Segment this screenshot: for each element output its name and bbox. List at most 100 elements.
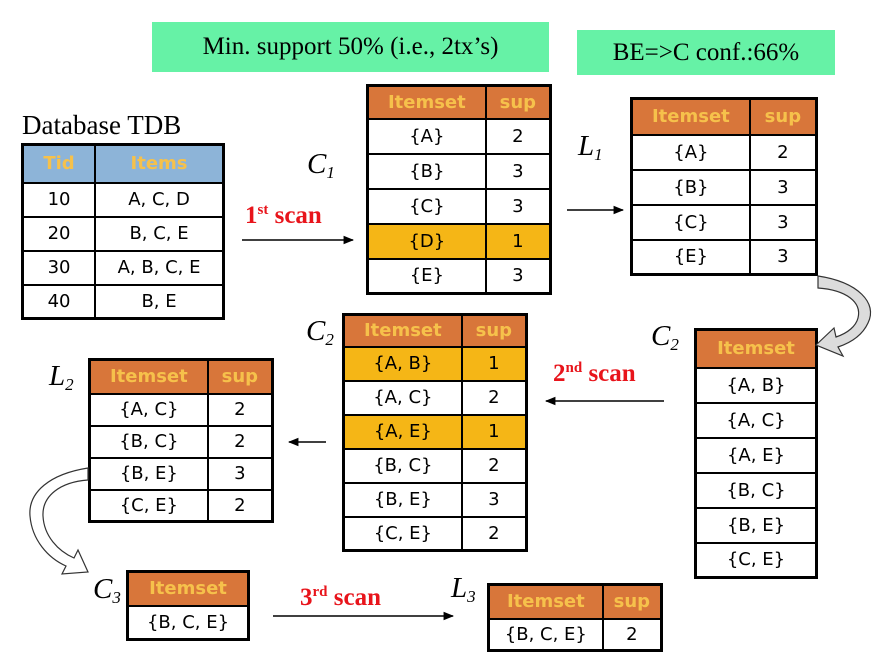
scan-number: 3 [300,584,313,611]
header-itemset: Itemset [88,358,209,395]
l2-sup: 3 [206,456,274,491]
c1-sup: 3 [484,187,552,225]
c2-itemset: {B, C} [342,447,463,484]
c2-sup: 2 [460,379,528,416]
label-c2-candidates: C2 [651,320,679,355]
curved-arrow-l2-to-c3 [29,467,89,575]
l3-itemset: {B, C, E} [487,617,604,652]
header-itemset: Itemset [487,583,604,620]
c1-itemset: {E} [366,257,487,295]
scan-ordinal: nd [565,360,583,376]
label-letter: C [651,320,671,352]
header-itemset: Itemset [342,313,463,348]
l1-itemset: {E} [630,238,751,276]
c2-candidate: {C, E} [694,541,818,579]
tdb-cell: 10 [21,181,97,218]
header-itemset: Itemset [126,570,250,607]
label-subscript: 1 [326,163,335,182]
label-c2-counts: C2 [306,315,334,350]
c2-candidate: {B, C} [694,471,818,509]
l2-itemset: {A, C} [88,392,209,427]
l1-sup: 3 [748,168,818,206]
tdb-header-tid: Tid [21,143,97,184]
c2-itemset: {B, E} [342,481,463,518]
label-c3: C3 [93,573,121,608]
label-subscript: 2 [325,330,334,349]
tdb-header-items: Items [94,143,225,184]
curved-arrow-l1-to-c2 [814,275,872,358]
header-sup: sup [748,97,818,136]
header-itemset: Itemset [694,328,818,369]
tdb-cell: 20 [21,215,97,252]
c1-sup-pruned: 1 [484,222,552,260]
scan-word: scan [582,360,636,387]
l1-sup: 3 [748,203,818,241]
label-letter: C [93,573,113,605]
l1-itemset: {B} [630,168,751,206]
confidence-note: BE=>C conf.:66% [577,30,835,75]
scan-word: scan [327,584,381,611]
label-subscript: 2 [65,375,74,394]
label-letter: L [49,360,66,392]
c2-sup: 2 [460,447,528,484]
c1-itemset: {B} [366,152,487,190]
l3-sup: 2 [601,617,663,652]
c2-itemset-pruned: {A, E} [342,413,463,450]
label-c1: C1 [307,148,335,183]
l2-itemset: {B, E} [88,456,209,491]
tdb-cell: B, E [94,283,225,320]
c1-itemset-pruned: {D} [366,222,487,260]
l1-sup: 3 [748,238,818,276]
c1-sup: 2 [484,117,552,155]
min-support-note: Min. support 50% (i.e., 2tx’s) [152,22,549,72]
tdb-cell: A, C, D [94,181,225,218]
third-scan-label: 3rd scan [300,584,381,612]
l2-itemset: {B, C} [88,424,209,459]
c3-table: Itemset {B, C, E} [126,570,250,641]
label-subscript: 3 [467,587,476,606]
l2-itemset: {C, E} [88,488,209,523]
c1-sup: 3 [484,152,552,190]
header-sup: sup [460,313,528,348]
l1-itemset: {C} [630,203,751,241]
c2-sup-pruned: 1 [460,345,528,382]
c3-itemset: {B, C, E} [126,604,250,641]
tdb-cell: A, B, C, E [94,249,225,286]
l2-sup: 2 [206,392,274,427]
first-scan-label: 1st scan [245,202,322,230]
l1-sup: 2 [748,133,818,171]
header-sup: sup [206,358,274,395]
label-l2: L2 [49,360,74,395]
header-sup: sup [484,84,552,120]
c2-candidate: {A, C} [694,401,818,439]
c2-itemset: {A, C} [342,379,463,416]
c2-itemset: {C, E} [342,515,463,552]
label-letter: C [307,148,327,180]
c1-sup: 3 [484,257,552,295]
scan-number: 1 [245,202,258,229]
header-itemset: Itemset [366,84,487,120]
label-letter: L [578,130,595,162]
l2-sup: 2 [206,424,274,459]
label-subscript: 3 [112,588,121,607]
c1-itemset: {A} [366,117,487,155]
scan-word: scan [268,202,322,229]
label-l3: L3 [451,572,476,607]
tdb-title: Database TDB [22,110,182,140]
scan-number: 2 [553,360,566,387]
c2-candidates-table: Itemset {A, B} {A, C} {A, E} {B, C} {B, … [694,328,818,579]
c2-candidate: {A, E} [694,436,818,474]
label-l1: L1 [578,130,603,165]
label-subscript: 2 [670,335,679,354]
label-letter: C [306,315,326,347]
label-subscript: 1 [594,145,603,164]
c2-itemset-pruned: {A, B} [342,345,463,382]
c2-candidate: {B, E} [694,506,818,544]
tdb-cell: 30 [21,249,97,286]
